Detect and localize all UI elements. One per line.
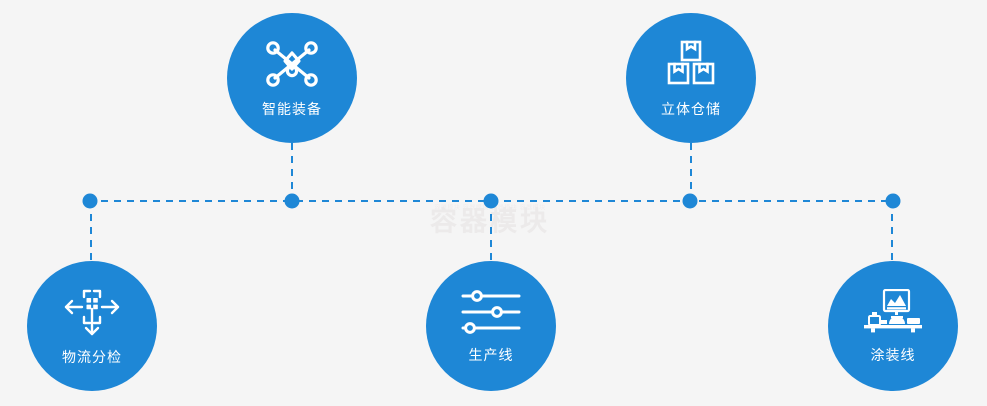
node-logistics-sorting[interactable]: 物流分检 xyxy=(27,261,157,391)
node-painting-line[interactable]: 涂装线 xyxy=(828,261,958,391)
sliders-icon xyxy=(461,289,521,335)
sorting-arrows-icon xyxy=(63,287,121,337)
node-stereoscopic-warehouse[interactable]: 立体仓储 xyxy=(626,13,756,143)
node-label: 立体仓储 xyxy=(661,102,721,118)
network-nodes-icon xyxy=(265,39,319,89)
junction-dot-5[interactable] xyxy=(885,193,901,209)
node-label: 智能装备 xyxy=(262,102,322,118)
node-production-line[interactable]: 生产线 xyxy=(426,261,556,391)
workstation-monitor-icon xyxy=(861,288,925,335)
junction-dot-4[interactable] xyxy=(682,193,698,209)
stacked-boxes-icon xyxy=(665,39,717,89)
node-intelligent-equipment[interactable]: 智能装备 xyxy=(227,13,357,143)
junction-dot-3[interactable] xyxy=(483,193,499,209)
junction-dot-2[interactable] xyxy=(284,193,300,209)
watermark-small-text: 容器模块 容器模块 容器模块 容器模块 xyxy=(434,204,546,212)
watermark-big-text: 容器模块 xyxy=(430,206,550,238)
node-label: 物流分检 xyxy=(62,350,122,366)
node-label: 生产线 xyxy=(468,348,514,364)
node-label: 涂装线 xyxy=(870,348,916,364)
junction-dot-1[interactable] xyxy=(82,193,98,209)
